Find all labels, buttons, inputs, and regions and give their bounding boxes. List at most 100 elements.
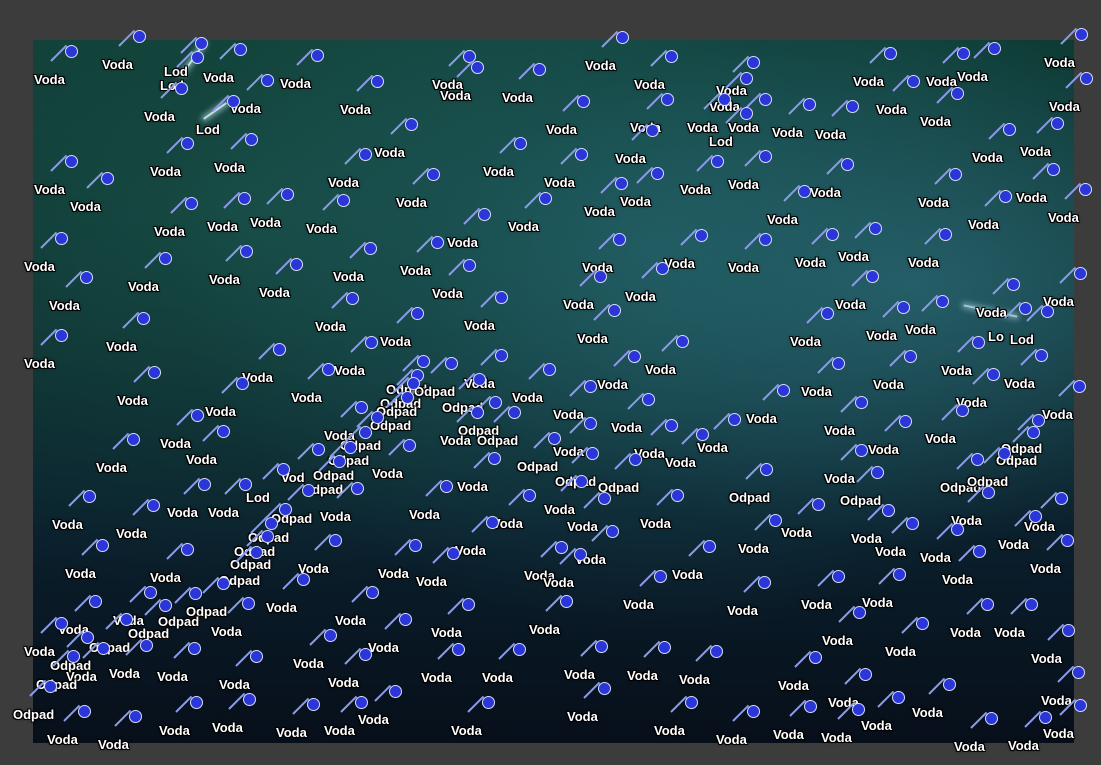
map-pin-icon[interactable] [972,367,1002,399]
map-pin-icon[interactable] [29,679,59,711]
map-pin-icon[interactable] [122,311,152,343]
map-pin-icon[interactable] [467,695,497,727]
map-pin-icon[interactable] [1032,162,1062,194]
map-pin-icon[interactable] [560,147,590,179]
map-pin-icon[interactable] [983,446,1013,478]
map-pin-icon[interactable] [957,335,987,367]
map-pin-icon[interactable] [631,123,661,155]
map-pin-icon[interactable] [892,74,922,106]
map-pin-icon[interactable] [788,97,818,129]
map-pin-icon[interactable] [356,74,386,106]
map-pin-icon[interactable] [297,442,327,474]
map-pin-icon[interactable] [474,395,504,427]
map-pin-icon[interactable] [448,258,478,290]
map-pin-icon[interactable] [851,269,881,301]
map-pin-icon[interactable] [224,477,254,509]
map-pin-icon[interactable] [789,699,819,731]
map-pin-icon[interactable] [394,538,424,570]
map-pin-icon[interactable] [246,529,276,561]
map-pin-icon[interactable] [958,544,988,576]
map-pin-icon[interactable] [670,695,700,727]
map-pin-icon[interactable] [68,489,98,521]
map-pin-icon[interactable] [762,383,792,415]
map-pin-icon[interactable] [877,690,907,722]
map-pin-icon[interactable] [262,462,292,494]
map-pin-icon[interactable] [402,354,432,386]
map-pin-icon[interactable] [891,516,921,548]
map-pin-icon[interactable] [1024,710,1054,742]
map-pin-icon[interactable] [650,418,680,450]
map-pin-icon[interactable] [856,465,886,497]
map-pin-icon[interactable] [559,547,589,579]
map-pin-icon[interactable] [351,585,381,617]
map-pin-icon[interactable] [340,400,370,432]
map-pin-icon[interactable] [50,154,80,186]
map-pin-icon[interactable] [344,147,374,179]
map-pin-icon[interactable] [344,647,374,679]
map-pin-icon[interactable] [86,171,116,203]
map-pin-icon[interactable] [1012,425,1042,457]
map-pin-icon[interactable] [118,29,148,61]
map-pin-icon[interactable] [183,477,213,509]
map-pin-icon[interactable] [176,408,206,440]
map-pin-icon[interactable] [1010,597,1040,629]
map-pin-icon[interactable] [340,695,370,727]
map-pin-icon[interactable] [180,36,210,68]
map-pin-icon[interactable] [296,48,326,80]
map-pin-icon[interactable] [744,92,774,124]
map-pin-icon[interactable] [844,667,874,699]
map-pin-icon[interactable] [826,157,856,189]
map-pin-icon[interactable] [838,605,868,637]
map-pin-icon[interactable] [282,572,312,604]
map-pin-icon[interactable] [125,638,155,670]
map-pin-icon[interactable] [579,269,609,301]
map-pin-icon[interactable] [936,86,966,118]
map-pin-icon[interactable] [889,349,919,381]
map-pin-icon[interactable] [569,379,599,411]
map-pin-icon[interactable] [447,597,477,629]
map-pin-icon[interactable] [105,612,135,644]
map-pin-icon[interactable] [63,704,93,736]
map-pin-icon[interactable] [518,62,548,94]
map-pin-icon[interactable] [386,390,416,422]
map-pin-icon[interactable] [456,405,486,437]
map-pin-icon[interactable] [941,403,971,435]
map-pin-icon[interactable] [223,191,253,223]
map-pin-icon[interactable] [528,362,558,394]
map-pin-icon[interactable] [797,497,827,529]
map-pin-icon[interactable] [924,227,954,259]
map-pin-icon[interactable] [456,60,486,92]
map-pin-icon[interactable] [314,533,344,565]
map-pin-icon[interactable] [656,488,686,520]
map-pin-icon[interactable] [840,395,870,427]
map-pin-icon[interactable] [725,106,755,138]
map-pin-icon[interactable] [480,290,510,322]
map-pin-icon[interactable] [992,277,1022,309]
map-pin-icon[interactable] [928,677,958,709]
map-pin-icon[interactable] [458,372,488,404]
map-pin-icon[interactable] [598,232,628,264]
map-pin-icon[interactable] [817,356,847,388]
map-pin-icon[interactable] [591,524,621,556]
map-pin-icon[interactable] [956,452,986,484]
map-pin-icon[interactable] [831,99,861,131]
map-pin-icon[interactable] [583,491,613,523]
map-pin-icon[interactable] [1014,509,1044,541]
map-pin-icon[interactable] [725,71,755,103]
map-pin-icon[interactable] [936,522,966,554]
map-pin-icon[interactable] [1036,116,1066,148]
map-pin-icon[interactable] [614,452,644,484]
map-pin-icon[interactable] [350,335,380,367]
map-pin-icon[interactable] [811,227,841,259]
map-pin-icon[interactable] [508,488,538,520]
map-pin-icon[interactable] [636,166,666,198]
map-pin-icon[interactable] [221,376,251,408]
map-pin-icon[interactable] [129,585,159,617]
map-pin-icon[interactable] [601,30,631,62]
map-pin-icon[interactable] [416,235,446,267]
map-pin-icon[interactable] [754,513,784,545]
map-pin-icon[interactable] [970,711,1000,743]
map-pin-icon[interactable] [745,462,775,494]
map-pin-icon[interactable] [680,228,710,260]
map-pin-icon[interactable] [901,616,931,648]
